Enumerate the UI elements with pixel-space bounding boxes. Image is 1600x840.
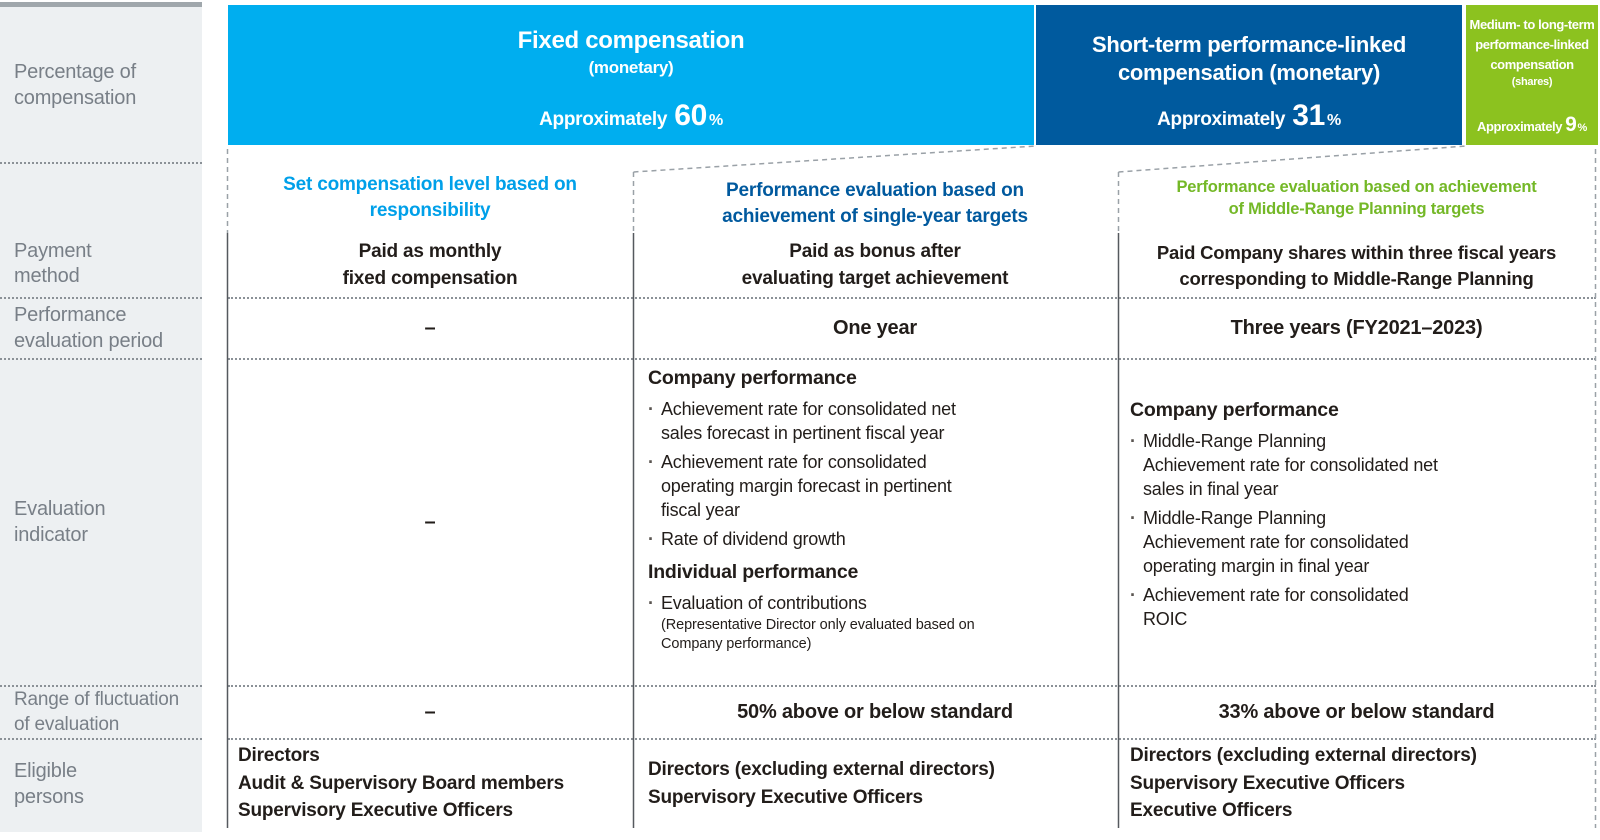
row-label-evaluation-indicator: Evaluation indicator	[14, 497, 106, 546]
cell-range-fixed: –	[424, 701, 436, 723]
approx-value: 31	[1292, 99, 1325, 132]
table-row-divider	[228, 297, 1596, 299]
bullet-text: Middle-Range Planning Achievement rate f…	[1143, 431, 1438, 500]
header-title: Fixed compensation	[517, 27, 745, 54]
indicator-bullet: Achievement rate for consolidated operat…	[648, 451, 1110, 523]
label-row-divider	[0, 685, 202, 687]
header-percentage: Approximately 9 %	[1477, 113, 1587, 137]
indicator-bullet: Rate of dividend growth	[648, 528, 1110, 552]
row-label-column	[0, 7, 202, 832]
indicator-heading: Company performance	[1130, 399, 1339, 422]
bullet-text: Middle-Range Planning Achievement rate f…	[1143, 508, 1409, 576]
approx-unit: %	[1577, 122, 1588, 134]
row-label-eligible-persons: Eligible persons	[14, 759, 84, 808]
indicator-heading: Individual performance	[648, 560, 859, 583]
label-row-divider	[0, 358, 202, 360]
indicator-bullet: Achievement rate for consolidated ROIC	[1130, 584, 1590, 632]
approx-label: Approximately	[1157, 109, 1286, 130]
indicator-bullet: Middle-Range Planning Achievement rate f…	[1130, 430, 1590, 502]
cell-eligible-mid-long-term: Directors (excluding external directors)…	[1130, 745, 1477, 822]
table-row-divider	[228, 685, 1596, 687]
approx-unit: %	[708, 112, 723, 129]
cell-period-mid-long-term: Three years (FY2021–2023)	[1230, 317, 1483, 339]
header-fixed-compensation: Fixed compensation (monetary) Approximat…	[228, 5, 1034, 145]
cell-indicator-short-term: Company performance Achievement rate for…	[648, 367, 1110, 655]
bullet-text: Evaluation of contributions	[661, 592, 867, 613]
cell-eligible-short-term: Directors (excluding external directors)…	[648, 758, 995, 808]
indicator-bullet: Evaluation of contributions	[648, 592, 1110, 616]
header-form: (monetary)	[588, 58, 674, 77]
bullet-text: Achievement rate for consolidated ROIC	[1143, 584, 1409, 629]
approx-unit: %	[1326, 112, 1341, 129]
cell-range-short-term: 50% above or below standard	[737, 701, 1013, 723]
label-row-divider	[0, 162, 202, 164]
row-label-evaluation-period: Performance evaluation period	[14, 303, 163, 352]
header-percentage: Approximately 60 %	[539, 99, 723, 133]
indicator-bullet: Achievement rate for consolidated net sa…	[648, 398, 1110, 446]
subtitle-mid-long-term: Performance evaluation based on achievem…	[1176, 178, 1537, 219]
approx-label: Approximately	[539, 109, 668, 130]
cell-indicator-fixed: –	[424, 511, 436, 533]
header-percentage: Approximately 31 %	[1157, 99, 1341, 133]
subtitle-short-term: Performance evaluation based on achievem…	[722, 180, 1028, 227]
cell-payment-fixed: Paid as monthly fixed compensation	[342, 240, 518, 289]
cell-indicator-mid-long-term: Company performance Middle-Range Plannin…	[1130, 359, 1590, 686]
header-short-term-compensation: Short-term performance-linked compensati…	[1036, 5, 1462, 145]
row-label-percentage: Percentage of compensation	[14, 60, 137, 109]
label-row-divider	[0, 738, 202, 740]
indicator-note: (Representative Director only evaluated …	[661, 616, 975, 653]
label-column-top-bar	[0, 2, 202, 7]
indicator-heading: Company performance	[648, 367, 857, 389]
header-mid-long-term-compensation: Medium- to long-term performance-linked …	[1466, 5, 1598, 145]
row-label-fluctuation-range: Range of fluctuation of evaluation	[14, 689, 180, 735]
bullet-text: Achievement rate for consolidated net sa…	[661, 399, 956, 443]
table-row-divider	[228, 358, 1596, 360]
bullet-text: Rate of dividend growth	[661, 528, 846, 549]
header-form: (shares)	[1511, 76, 1553, 89]
cell-period-fixed: –	[424, 317, 436, 339]
label-row-divider	[0, 297, 202, 299]
bullet-text: Achievement rate for consolidated operat…	[661, 451, 952, 520]
table-row-divider	[228, 738, 1596, 740]
approx-value: 9	[1565, 113, 1577, 136]
row-label-payment-method: Payment method	[14, 239, 92, 288]
approx-value: 60	[674, 99, 707, 132]
cell-range-mid-long-term: 33% above or below standard	[1218, 701, 1495, 723]
subtitle-fixed-compensation: Set compensation level based on responsi…	[283, 174, 577, 221]
approx-label: Approximately	[1477, 119, 1563, 134]
header-title: Short-term performance-linked compensati…	[1091, 32, 1407, 85]
indicator-bullet: Middle-Range Planning Achievement rate f…	[1130, 507, 1590, 579]
cell-payment-short-term: Paid as bonus after evaluating target ac…	[741, 240, 1009, 289]
cell-eligible-fixed: Directors Audit & Supervisory Board memb…	[238, 745, 564, 822]
cell-payment-mid-long-term: Paid Company shares within three fiscal …	[1156, 241, 1557, 289]
header-title: Medium- to long-term performance-linked …	[1469, 17, 1595, 73]
cell-period-short-term: One year	[832, 317, 917, 339]
